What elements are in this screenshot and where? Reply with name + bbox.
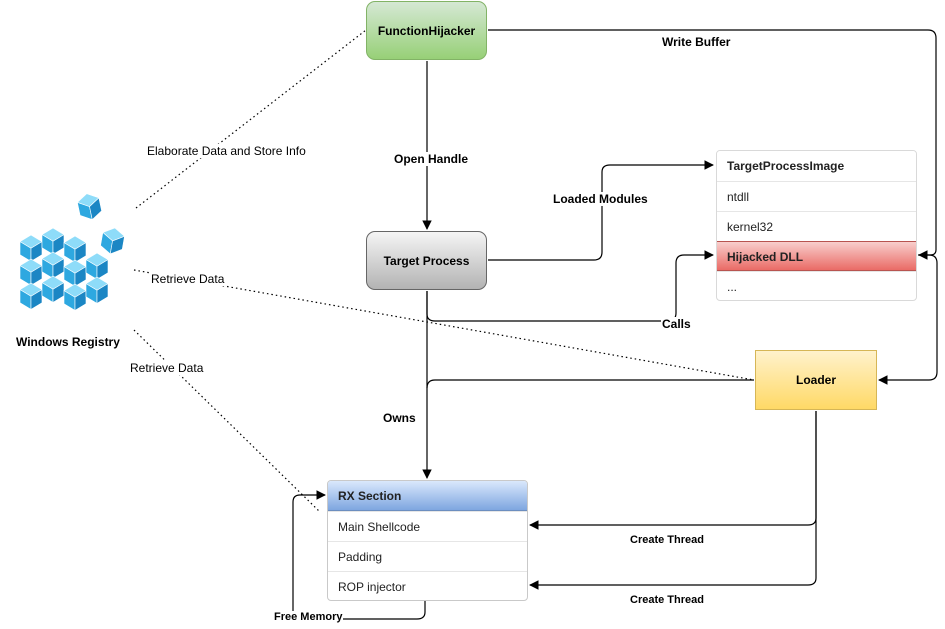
registry-cube: [41, 251, 65, 279]
registry-cube: [41, 275, 65, 303]
rx-section-table[interactable]: RX Section Main Shellcode Padding ROP in…: [327, 480, 528, 601]
target-process-image-header: TargetProcessImage: [717, 151, 916, 181]
label-write-buffer: Write Buffer: [661, 35, 732, 49]
registry-cube: [85, 276, 109, 304]
rx-section-header: RX Section: [328, 481, 527, 511]
edge-loaded-modules: [488, 160, 714, 261]
registry-cube: [100, 227, 126, 255]
edge-loader-owns: [426, 379, 754, 389]
registry-cube: [63, 259, 87, 287]
target-process-node[interactable]: Target Process: [366, 231, 487, 290]
function-hijacker-label: FunctionHijacker: [377, 23, 476, 38]
windows-registry-icon: [19, 193, 126, 311]
registry-cube: [63, 235, 87, 263]
registry-cube: [85, 252, 109, 280]
edge-create-thread-2: [529, 411, 817, 590]
edge-retrieve-data-1: [133, 269, 755, 381]
label-loaded-modules: Loaded Modules: [552, 192, 649, 206]
loader-node[interactable]: Loader: [755, 350, 877, 410]
label-calls: Calls: [661, 317, 692, 331]
registry-cube: [41, 227, 65, 255]
label-owns: Owns: [382, 411, 417, 425]
edge-write-buffer: [488, 29, 937, 260]
windows-registry-label: Windows Registry: [16, 335, 120, 349]
edge-dll-to-loader: [878, 254, 938, 385]
module-row-hijacked-dll: Hijacked DLL: [717, 241, 916, 271]
edge-retrieve-data-2: [133, 329, 321, 513]
function-hijacker-node[interactable]: FunctionHijacker: [366, 1, 487, 60]
edge-create-thread-1: [529, 411, 817, 530]
rx-row-padding: Padding: [328, 541, 527, 571]
loader-label: Loader: [795, 373, 836, 387]
rx-row-rop-injector: ROP injector: [328, 571, 527, 600]
registry-cube: [19, 234, 43, 262]
rx-row-main-shellcode: Main Shellcode: [328, 511, 527, 541]
label-retrieve-data-2: Retrieve Data: [129, 361, 205, 375]
target-process-image-table[interactable]: TargetProcessImage ntdll kernel32 Hijack…: [716, 150, 917, 301]
registry-cube: [19, 258, 43, 286]
label-create-thread-1: Create Thread: [629, 534, 705, 546]
module-row-ntdll: ntdll: [717, 181, 916, 211]
target-process-label: Target Process: [383, 253, 470, 268]
edge-elaborate-data: [135, 29, 367, 209]
module-row-kernel32: kernel32: [717, 211, 916, 241]
label-free-memory: Free Memory: [273, 611, 344, 623]
registry-cube: [63, 283, 87, 311]
label-retrieve-data-1: Retrieve Data: [150, 272, 226, 286]
label-open-handle: Open Handle: [393, 152, 470, 166]
label-create-thread-2: Create Thread: [629, 594, 705, 606]
module-row-ellipsis: ...: [717, 271, 916, 300]
registry-cube: [76, 193, 102, 221]
label-elaborate-data: Elaborate Data and Store Info: [146, 144, 307, 158]
registry-cube: [19, 282, 43, 310]
